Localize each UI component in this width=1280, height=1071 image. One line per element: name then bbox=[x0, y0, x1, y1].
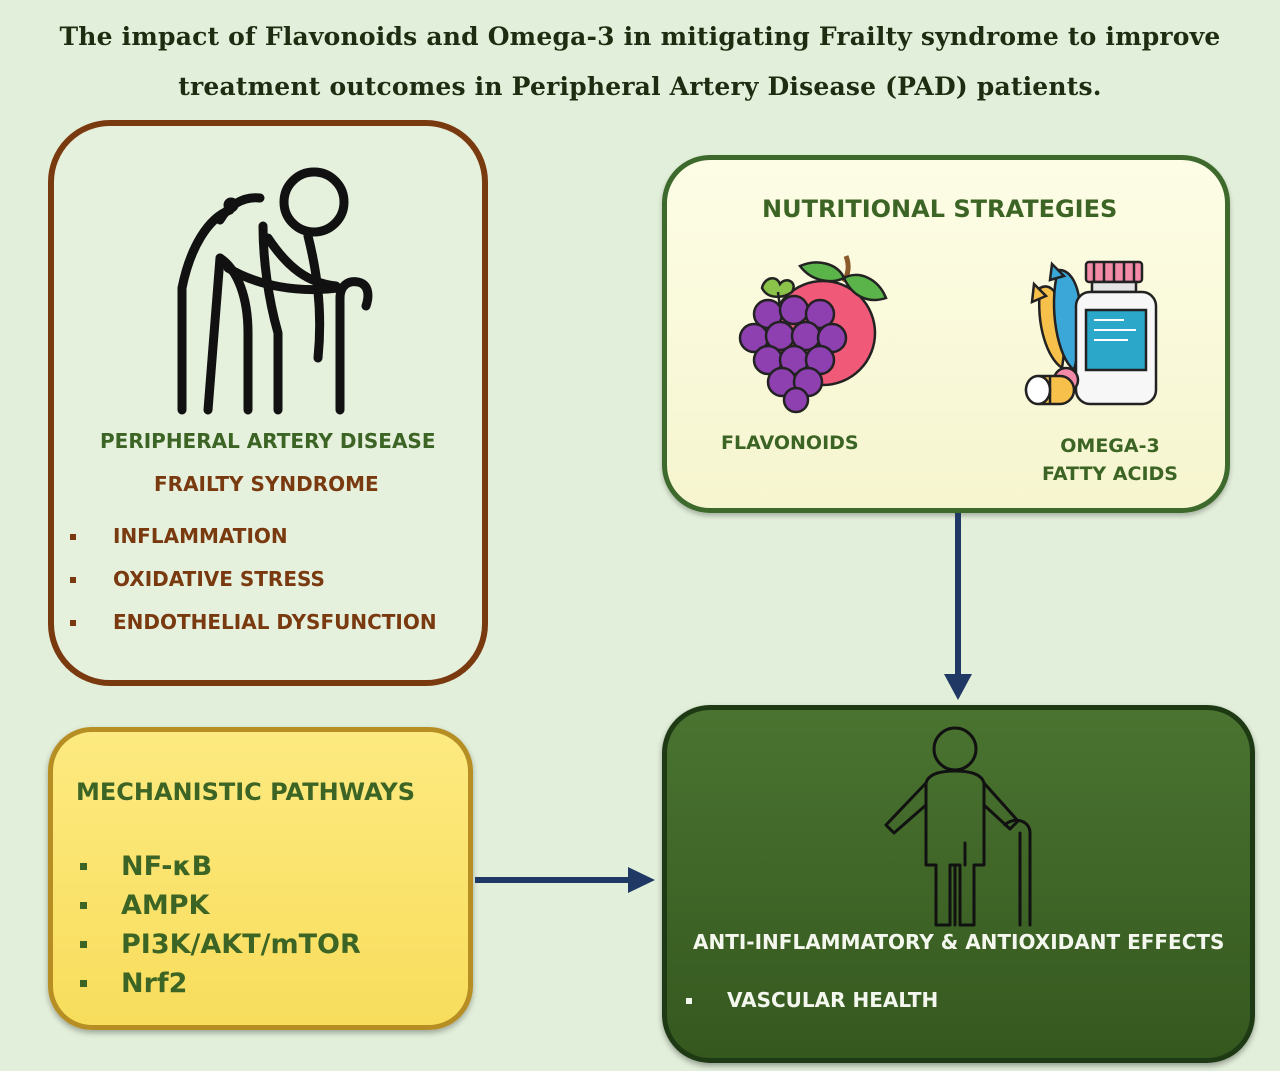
arrow-down bbox=[944, 513, 972, 700]
mechanistic-pathways-box bbox=[48, 727, 473, 1030]
frail-elderly-person-icon bbox=[177, 167, 373, 415]
list-item: PI3K/AKT/mTOR bbox=[80, 928, 361, 967]
page-title: The impact of Flavonoids and Omega-3 in … bbox=[0, 12, 1280, 112]
list-item: INFLAMMATION bbox=[70, 524, 437, 567]
arrow-right bbox=[475, 867, 655, 893]
list-item: NF-κB bbox=[80, 850, 361, 889]
frailty-subheading: FRAILTY SYNDROME bbox=[154, 472, 379, 496]
flavonoids-label: FLAVONOIDS bbox=[721, 432, 859, 454]
list-item: Nrf2 bbox=[80, 967, 361, 1006]
effects-heading: ANTI-INFLAMMATORY & ANTIOXIDANT EFFECTS bbox=[693, 930, 1225, 954]
pad-heading: PERIPHERAL ARTERY DISEASE bbox=[100, 429, 436, 453]
omega-label: OMEGA-3 FATTY ACIDS bbox=[1020, 432, 1200, 488]
list-item: AMPK bbox=[80, 889, 361, 928]
pad-frailty-box bbox=[48, 120, 488, 686]
omega-label-line2: FATTY ACIDS bbox=[1042, 463, 1178, 485]
list-item: ENDOTHELIAL DYSFUNCTION bbox=[70, 610, 437, 653]
effects-list: VASCULAR HEALTH bbox=[686, 988, 938, 1012]
nutrition-heading: NUTRITIONAL STRATEGIES bbox=[762, 195, 1118, 223]
list-item: VASCULAR HEALTH bbox=[686, 988, 938, 1012]
title-line-1: The impact of Flavonoids and Omega-3 in … bbox=[59, 22, 1221, 51]
omega-label-line1: OMEGA-3 bbox=[1060, 435, 1160, 457]
mechanism-list: NF-κB AMPK PI3K/AKT/mTOR Nrf2 bbox=[80, 850, 361, 1006]
mechanism-heading: MECHANISTIC PATHWAYS bbox=[76, 778, 416, 806]
fish-supplement-icon bbox=[1024, 260, 1158, 406]
healthy-elderly-person-icon bbox=[884, 726, 1032, 927]
grapes-berry-icon bbox=[738, 255, 888, 414]
title-line-2: treatment outcomes in Peripheral Artery … bbox=[178, 72, 1102, 101]
pad-list: INFLAMMATION OXIDATIVE STRESS ENDOTHELIA… bbox=[70, 524, 437, 653]
list-item: OXIDATIVE STRESS bbox=[70, 567, 437, 610]
